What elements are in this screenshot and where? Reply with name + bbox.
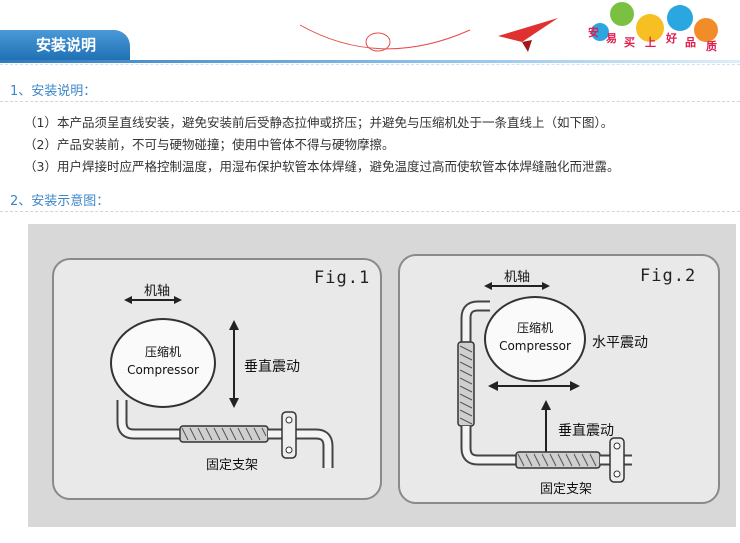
brand-char-6: 品 bbox=[685, 36, 696, 49]
paper-plane-icon bbox=[498, 18, 558, 42]
instruction-item: （2）产品安装前，不可与硬物碰撞；使用中管体不得与硬物摩擦。 bbox=[24, 137, 395, 152]
fig1-panel: Fig.1 机轴 压缩机 Compresso bbox=[52, 258, 382, 500]
fig2-vertical-label: 垂直震动 bbox=[558, 423, 614, 439]
fig1-bracket-label: 固定支架 bbox=[206, 458, 259, 473]
banner-decoration bbox=[299, 2, 718, 52]
page-title-tab: 安装说明 bbox=[0, 30, 130, 61]
brand-char-5: 好 bbox=[666, 32, 677, 45]
instruction-item: （1）本产品须呈直线安装，避免安装前后受静态拉伸或挤压；并避免与压缩机处于一条直… bbox=[24, 115, 614, 130]
header-underline bbox=[0, 60, 740, 63]
installation-diagram-photo: Fig.1 机轴 压缩机 Compresso bbox=[28, 224, 736, 527]
fig1-compressor-cn: 压缩机 bbox=[144, 345, 181, 359]
fig1-vertical-label: 垂直震动 bbox=[244, 359, 300, 375]
fig2-compressor-cn: 压缩机 bbox=[516, 321, 553, 335]
fig2-horizontal-label: 水平震动 bbox=[592, 335, 648, 351]
brand-char-3: 买 bbox=[624, 36, 635, 49]
brand-char-4: 上 bbox=[645, 36, 656, 49]
fig2-panel: Fig.2 bbox=[398, 254, 720, 504]
header-dotted-divider bbox=[0, 64, 740, 65]
fig2-label: Fig.2 bbox=[640, 266, 697, 286]
fig1-compressor: 压缩机 Compressor bbox=[110, 318, 216, 408]
fig2-bracket-label: 固定支架 bbox=[540, 482, 593, 497]
fig2-axis-label: 机轴 bbox=[504, 270, 531, 285]
header-banner: 安 易 买 上 好 品 质 安装说明 bbox=[0, 0, 740, 63]
section-divider bbox=[0, 101, 740, 102]
brand-char-1: 安 bbox=[588, 26, 599, 39]
section-divider bbox=[0, 211, 740, 212]
fig1-piping-drawing bbox=[116, 296, 334, 468]
fig2-compressor: 压缩机 Compressor bbox=[484, 296, 586, 382]
section-title-diagram: 2、安装示意图： bbox=[10, 194, 110, 209]
brand-char-2: 易 bbox=[606, 32, 617, 45]
fig1-axis-label: 机轴 bbox=[144, 284, 171, 299]
instruction-item: （3）用户焊接时应严格控制温度，用湿布保护软管本体焊缝，避免温度过高而使软管本体… bbox=[24, 159, 620, 174]
fig2-piping-drawing bbox=[457, 282, 632, 483]
section-title-instructions: 1、安装说明： bbox=[10, 84, 97, 99]
fig2-compressor-en: Compressor bbox=[499, 339, 571, 353]
brand-char-7: 质 bbox=[706, 40, 717, 53]
fig1-label: Fig.1 bbox=[314, 268, 371, 288]
fig1-compressor-en: Compressor bbox=[127, 363, 199, 377]
